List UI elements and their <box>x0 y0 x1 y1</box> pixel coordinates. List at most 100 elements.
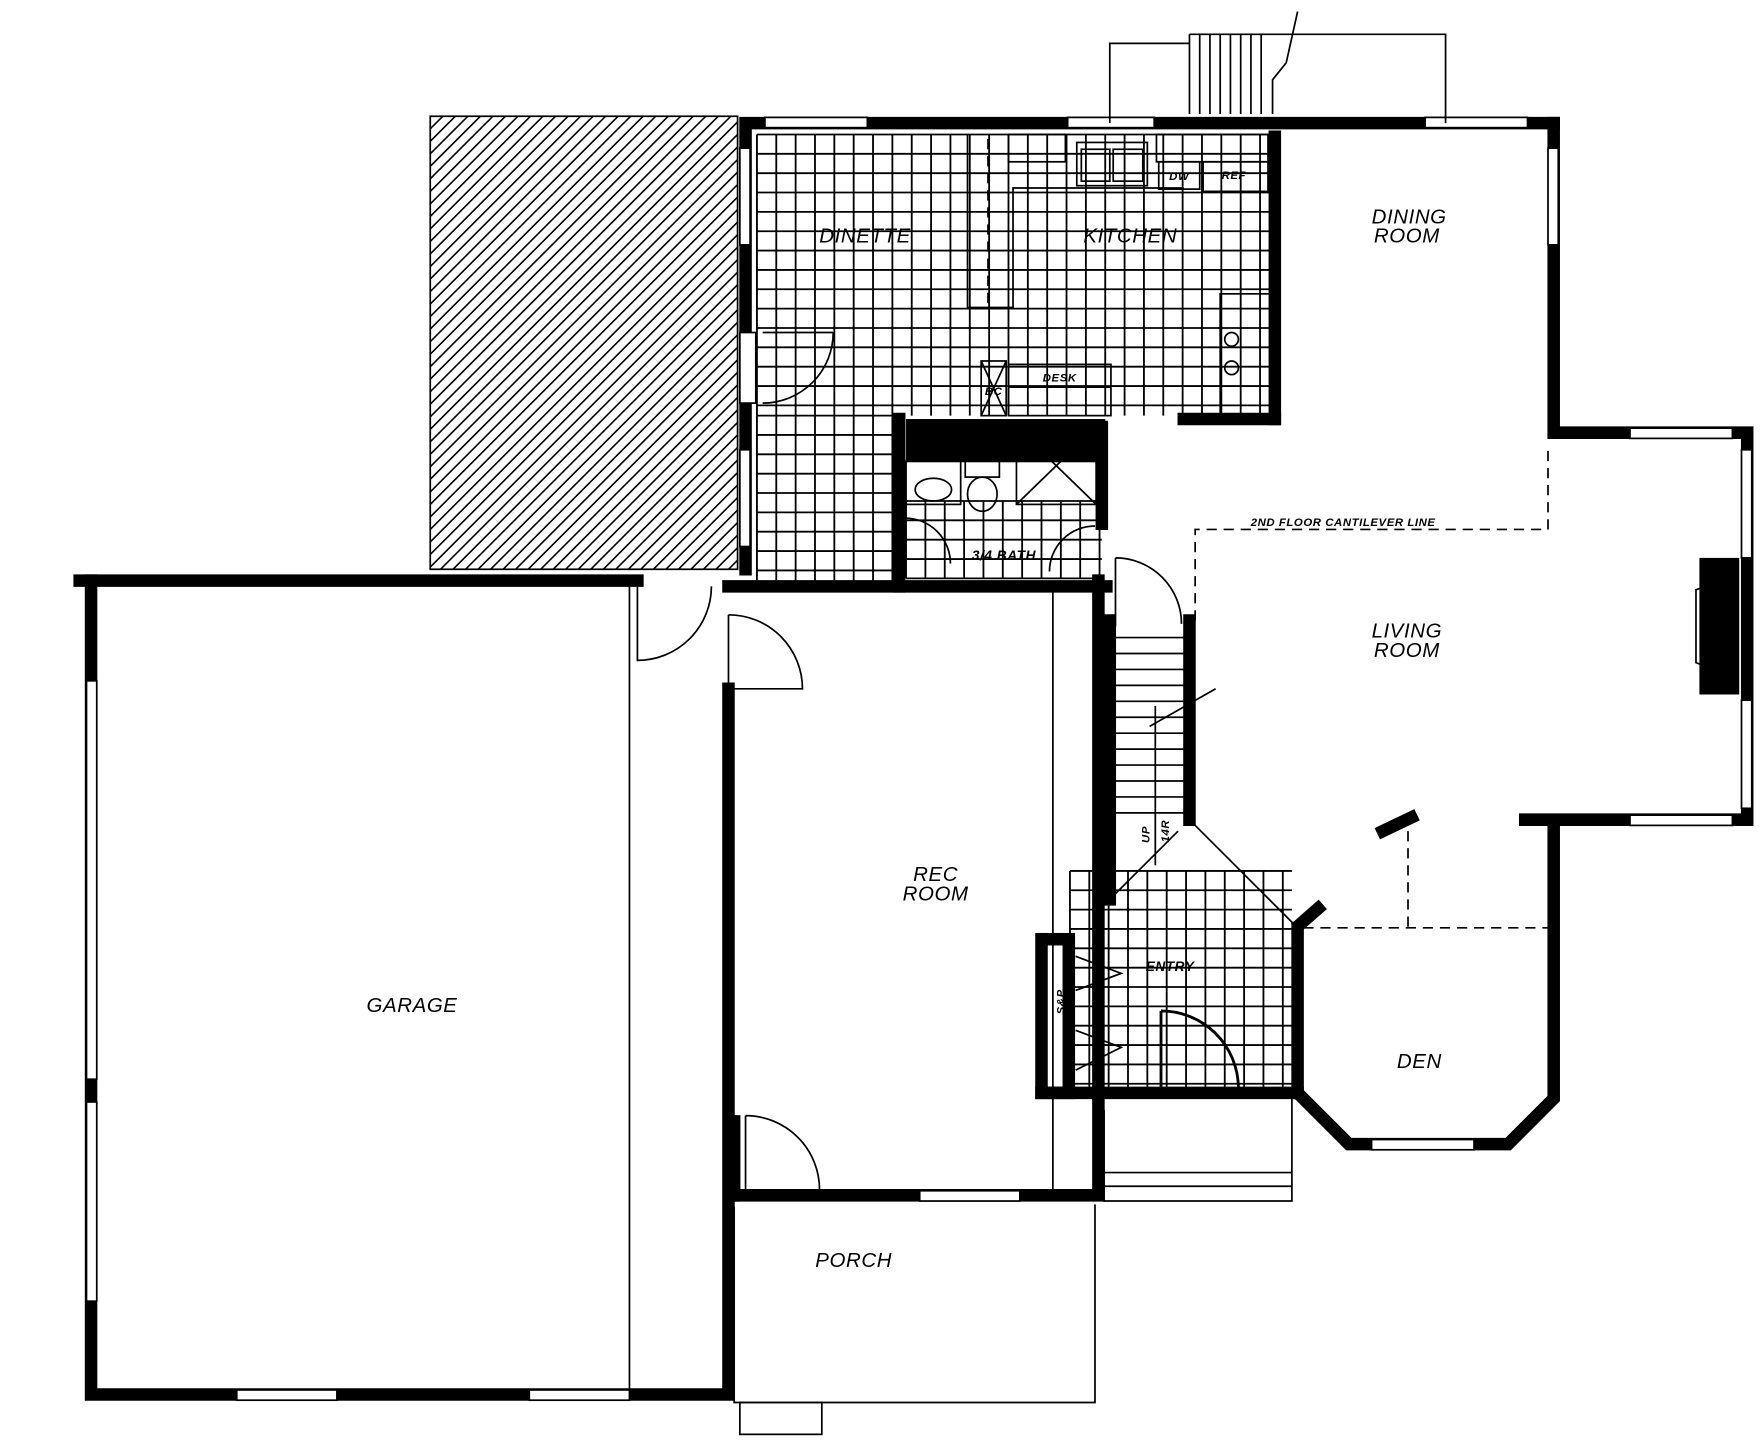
hatch-line <box>429 259 739 568</box>
staircase <box>1115 636 1217 866</box>
label-dinette: DINETTE <box>819 225 911 248</box>
label-living-room: ROOM <box>1374 639 1440 662</box>
label-cantilever: 2ND FLOOR CANTILEVER LINE <box>1250 517 1436 529</box>
label-dining: DINING <box>1372 205 1447 228</box>
hatch-line <box>715 547 739 570</box>
hatch-line <box>477 309 739 570</box>
hatch-line <box>439 271 739 570</box>
hatch-line <box>429 115 531 217</box>
hatch-line <box>429 246 739 556</box>
hatch-line <box>429 115 481 167</box>
doors <box>636 331 1240 1190</box>
hatch-line <box>429 209 739 518</box>
hatch-line <box>429 171 739 480</box>
hatch-line <box>429 115 682 368</box>
hatch-border <box>429 115 739 571</box>
label-den: DEN <box>1397 1050 1442 1073</box>
label-ref: REF <box>1222 170 1247 182</box>
hatch-line <box>429 115 594 280</box>
label-dw: DW <box>1169 171 1190 183</box>
hatch-line <box>502 334 739 570</box>
hatch-line <box>640 471 739 570</box>
hatch-line <box>577 409 739 570</box>
exterior-elements <box>733 11 1447 1436</box>
bath-fixtures <box>905 419 1106 513</box>
hatch-line <box>429 115 569 255</box>
label-snp: S&P <box>1055 989 1067 1014</box>
label-rec: REC <box>913 863 958 886</box>
hatch-line <box>429 183 739 493</box>
hatch-line <box>429 234 739 543</box>
hatch-line <box>627 459 739 570</box>
hatch-line <box>727 559 739 570</box>
hatch-line <box>429 115 694 380</box>
hatch-line <box>429 115 444 130</box>
hatch-line <box>429 115 494 180</box>
hatch-line <box>429 158 739 468</box>
range <box>1219 292 1272 417</box>
broom-closet <box>980 360 1008 417</box>
room-labels: DINETTE KITCHEN DINING ROOM LIVING ROOM … <box>367 170 1447 1272</box>
hatch-line <box>429 115 707 393</box>
desk <box>1007 363 1112 417</box>
label-porch: PORCH <box>815 1249 892 1272</box>
hatch-line <box>552 384 739 570</box>
sink-icon <box>914 477 953 502</box>
label-garage: GARAGE <box>367 994 458 1017</box>
toilet-icon <box>964 460 1001 478</box>
hatch-line <box>429 146 739 455</box>
refrigerator <box>1202 160 1269 193</box>
hatch-line <box>429 133 739 443</box>
hatch-line <box>429 115 456 142</box>
hatch-line <box>429 115 582 268</box>
hatch-line <box>452 284 739 570</box>
label-rec-room: ROOM <box>903 883 969 906</box>
hatch-line <box>565 396 739 570</box>
hatch-line <box>540 371 739 570</box>
hatch-line <box>702 534 739 570</box>
hatched-patio-area <box>429 115 739 571</box>
hatch-line <box>429 121 739 430</box>
fireplace <box>1695 557 1740 695</box>
label-entry: ENTRY <box>1146 959 1196 974</box>
hatch-line <box>429 115 506 192</box>
hatch-line <box>429 115 519 205</box>
hatch-line <box>602 434 739 570</box>
hatch-line <box>677 509 739 570</box>
hatch-line <box>652 484 739 570</box>
tile-floor <box>756 133 1292 1091</box>
hatch-line <box>429 115 632 318</box>
hatch-line <box>429 115 644 330</box>
label-bath: 3/4 BATH <box>972 548 1037 563</box>
hatch-line <box>429 115 669 355</box>
hatch-line <box>429 115 544 230</box>
hatch-line <box>464 296 739 570</box>
hatch-line <box>429 115 732 418</box>
hatch-line <box>665 497 739 570</box>
walls <box>73 116 1754 1401</box>
label-bc: BC <box>985 386 1003 398</box>
label-desk: DESK <box>1043 372 1077 384</box>
hatch-line <box>490 321 739 570</box>
hatch-line <box>429 196 739 505</box>
hatch-line <box>429 115 657 343</box>
label-kitchen: KITCHEN <box>1083 225 1177 248</box>
hatch-line <box>429 115 619 305</box>
label-stair-risers: 14R <box>1160 820 1172 843</box>
windows <box>85 116 1753 1402</box>
hatch-line <box>429 115 557 243</box>
hatch-line <box>615 446 739 570</box>
sink-icon <box>1075 141 1149 187</box>
burner-icon <box>1223 360 1240 376</box>
label-stair-up: UP <box>1141 826 1153 843</box>
stair-break-line <box>1149 688 1217 728</box>
dishwasher <box>1157 160 1201 190</box>
hatch-line <box>429 115 469 155</box>
label-dining-room: ROOM <box>1374 225 1440 248</box>
hatch-line <box>527 359 739 570</box>
hatch-line <box>429 115 607 293</box>
burner-icon <box>1223 331 1240 348</box>
kitchen-fixtures <box>966 133 1272 417</box>
hatch-line <box>590 421 739 570</box>
